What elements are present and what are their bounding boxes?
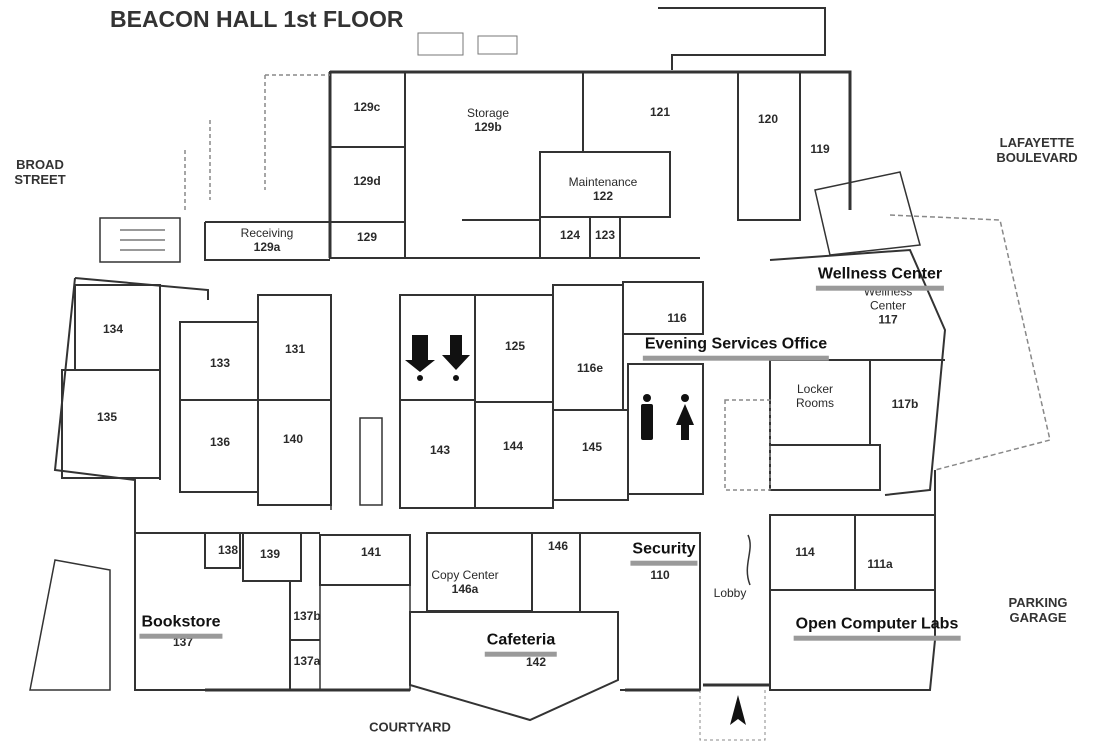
room-label: 137a [293,654,321,669]
cafeteria-link[interactable]: Cafeteria [484,632,558,657]
evening-services-office-link[interactable]: Evening Services Office [642,336,830,361]
room-label: 123 [594,228,616,243]
bookstore-link[interactable]: Bookstore [139,614,223,639]
room-label: 146 [547,539,569,554]
room-label: 143 [429,443,451,458]
room-name: Locker [796,382,834,397]
room-label: 142 [525,655,547,670]
room-label: 137b [293,609,321,624]
room-label: 114 [795,545,815,560]
wellness-center-link[interactable]: Wellness Center [815,266,945,291]
room-label: 116 [667,311,687,326]
room-name: Rooms [795,396,835,410]
room-number: 122 [592,189,614,203]
room-label: 136 [209,435,231,450]
street-line: LAFAYETTE [999,135,1075,151]
room-label: 134 [102,322,124,337]
room-label: 144 [502,439,524,454]
north-arrow-icon [730,695,746,725]
room-label: 129 [356,230,378,245]
open-computer-labs-link[interactable]: Open Computer Labs [793,616,961,641]
elevator-arrow-icon [405,335,470,381]
restroom-icon [641,394,694,440]
room-label: 116e [576,361,604,376]
room-number: 146a [451,582,479,596]
room-number: 129b [474,120,502,134]
room-label: Lobby [713,586,747,601]
street-line: GARAGE [1009,610,1067,625]
room-name: Receiving [240,226,294,241]
room-label: 140 [282,432,304,447]
room-label: 131 [284,342,306,357]
room-label: 145 [581,440,603,455]
room-label: 138 [217,543,239,558]
room-label: 139 [259,547,281,562]
room-label: 129c [353,100,381,115]
room-name: Copy Center [431,568,499,583]
room-label: 111a [867,557,893,572]
room-label: 137 [172,635,194,650]
room-label: 129d [353,174,381,189]
courtyard-label: COURTYARD [369,719,451,735]
room-label: 135 [96,410,118,425]
room-label: 117b [891,397,919,412]
room-label: 141 [360,545,382,560]
room-label: 133 [209,356,231,371]
page-title: BEACON HALL 1st FLOOR [110,6,404,32]
street-line: BROAD [16,157,64,173]
room-number: 129a [253,240,281,254]
room-name: Maintenance [568,175,638,190]
room-label: 121 [649,105,671,120]
room-label: 119 [810,142,830,157]
street-line: BOULEVARD [996,150,1078,165]
room-name: Center [869,298,907,313]
room-label: 125 [504,339,526,354]
security-link[interactable]: Security [630,541,698,566]
room-name: Storage [466,106,510,121]
street-line: PARKING [1008,595,1068,611]
room-label: 120 [757,112,779,127]
room-label: 124 [559,228,581,243]
room-number: 117 [878,311,898,326]
street-line: STREET [14,172,66,187]
room-label: 110 [650,568,670,583]
